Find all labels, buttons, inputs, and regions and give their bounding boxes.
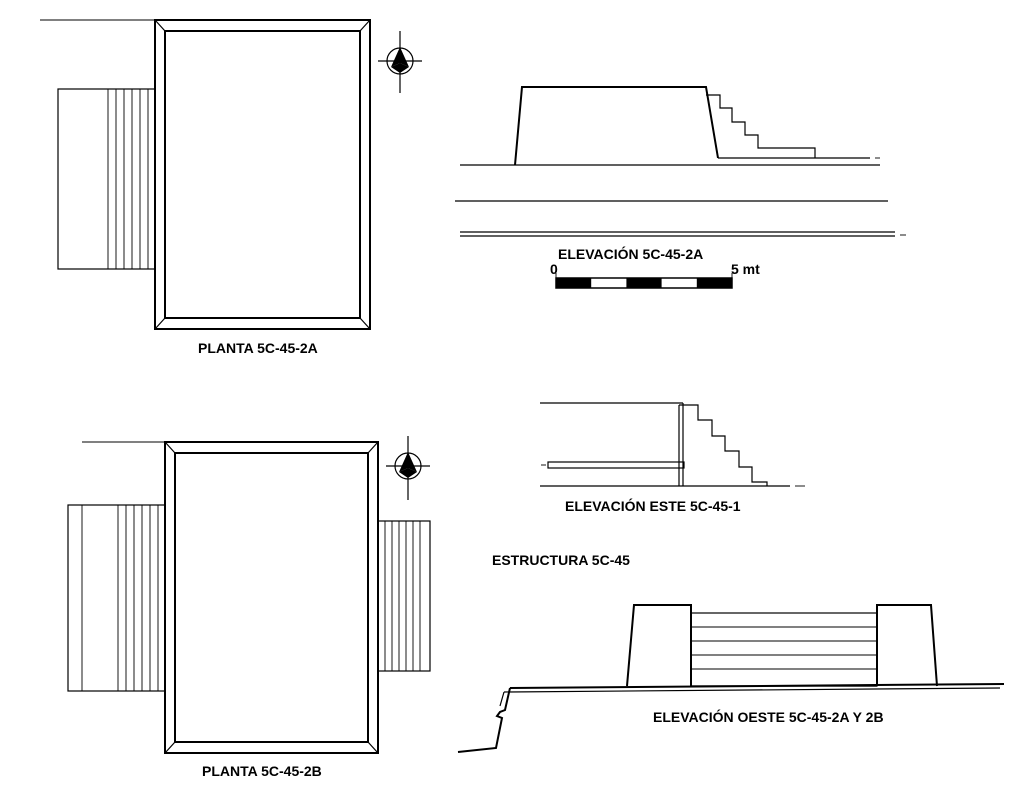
elevation-east-5c-45-1 (540, 402, 805, 487)
structure-title: ESTRUCTURA 5C-45 (492, 552, 630, 568)
north-arrow-icon (378, 31, 422, 93)
plan-5c-45-2b (67, 441, 431, 754)
plan-a-inner-wall (164, 30, 361, 319)
plan-a-stair (57, 88, 156, 270)
elevation-a-title: ELEVACIÓN 5C-45-2A (558, 246, 704, 262)
plan-b-inner-wall (174, 452, 369, 743)
scale-bar-start-label: 0 (550, 261, 558, 277)
plan-b-east-stair (377, 520, 431, 672)
plan-b-outer-wall (164, 441, 379, 754)
plan-b-title: PLANTA 5C-45-2B (202, 763, 322, 779)
scale-bar-end-label: 5 mt (731, 261, 760, 277)
north-arrow-icon (386, 436, 430, 500)
scale-bar (555, 273, 733, 289)
elevation-west-title: ELEVACIÓN OESTE 5C-45-2A Y 2B (653, 709, 884, 725)
plan-a-title: PLANTA 5C-45-2A (198, 340, 318, 356)
plan-5c-45-2a (40, 19, 371, 330)
elevation-5c-45-2a (455, 86, 906, 237)
elevation-west-5c-45-2a-2b (457, 604, 1005, 753)
plan-a-outer-wall (154, 19, 371, 330)
plan-b-west-stair (67, 504, 166, 692)
elevation-east-title: ELEVACIÓN ESTE 5C-45-1 (565, 498, 741, 514)
